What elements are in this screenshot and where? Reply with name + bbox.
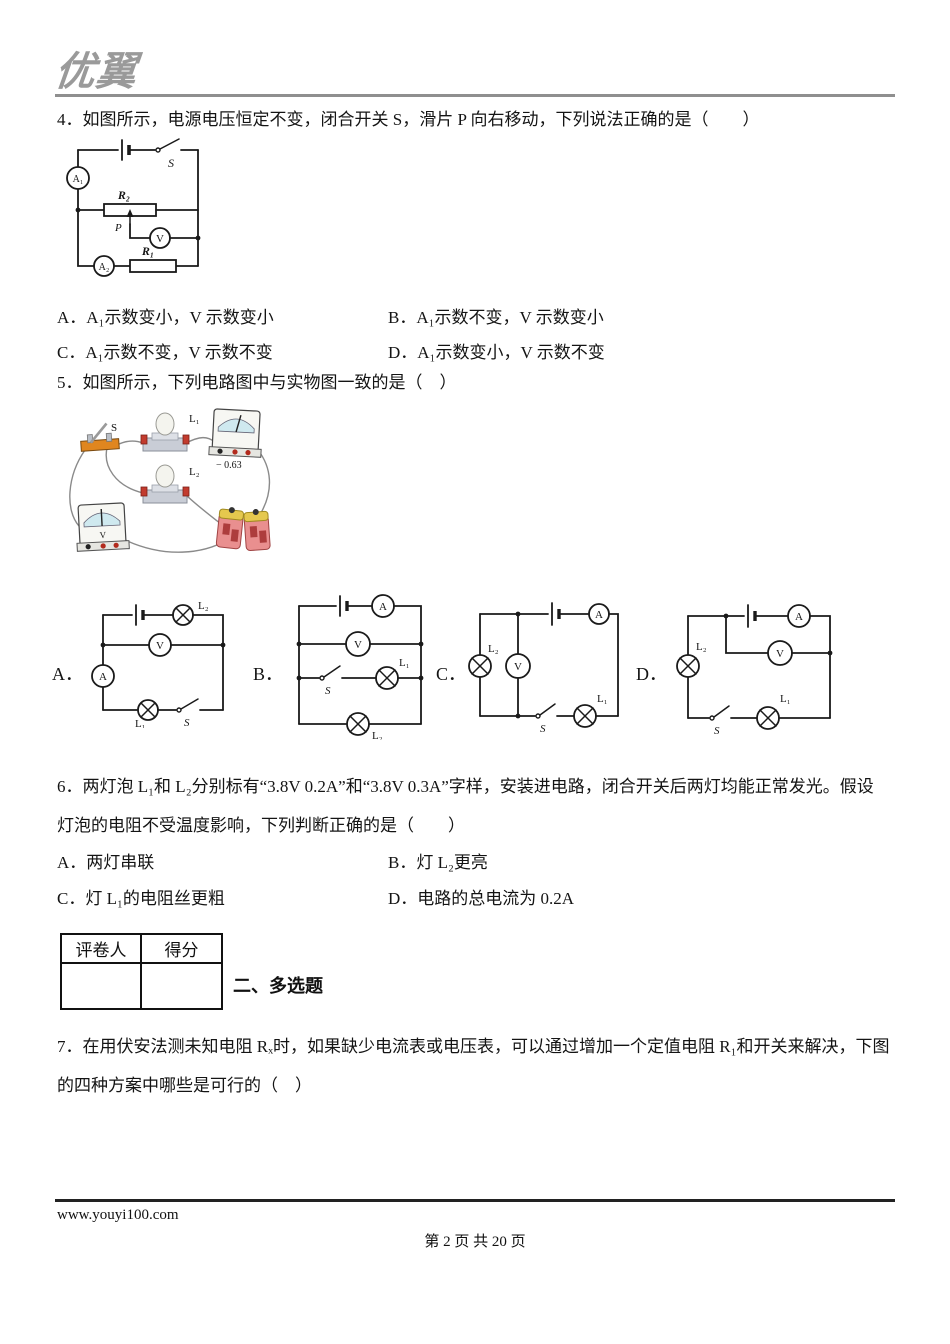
voltmeter-label: V <box>354 639 362 651</box>
q7-stem-line2: 的四种方案中哪些是可行的（ ） <box>57 1076 312 1095</box>
ammeter1-label: A₁ <box>73 174 84 185</box>
ammeter-label: A <box>99 671 107 683</box>
svg-text:V: V <box>99 530 107 540</box>
lamp1-label: L₁ <box>780 693 791 705</box>
wire <box>116 440 144 446</box>
footer-url: www.youyi100.com <box>57 1207 179 1223</box>
photo-lamp2-label: L₂ <box>189 466 200 478</box>
grader-col-reviewer: 评卷人 <box>60 933 142 964</box>
grader-col-score: 得分 <box>140 933 223 964</box>
ammeter2-label: A₂ <box>99 262 110 273</box>
q5-label-d: D． <box>636 664 667 684</box>
grader-score-cell <box>140 962 223 1010</box>
voltmeter-label: V <box>156 233 164 245</box>
q4-option-b: B．A₁示数不变，V 示数变小 <box>388 308 604 327</box>
lamp1-label: L₁ <box>597 693 608 705</box>
q4-option-c: C．A₁示数不变，V 示数不变 <box>57 343 273 362</box>
q6-option-c: C．灯 L₁的电阻丝更粗 <box>57 889 225 908</box>
switch-icon <box>535 713 541 719</box>
q4-switch-label: S <box>168 156 174 170</box>
switch-label: S <box>325 685 331 697</box>
q5-circuit-a: L₂ V A L₁ S <box>91 600 226 728</box>
switch-photo-icon <box>80 422 120 452</box>
switch-label: S <box>184 717 190 728</box>
rheostat-label: R₂ <box>117 188 130 202</box>
battery1-photo-icon <box>215 507 245 550</box>
q6-option-d: D．电路的总电流为 0.2A <box>388 889 575 908</box>
ammeter-label: A <box>595 609 603 621</box>
switch-icon <box>709 715 715 721</box>
lamp2-label: L₂ <box>372 730 383 740</box>
q6-option-a: A．两灯串联 <box>57 853 155 872</box>
resistor-label: R₁ <box>141 244 154 258</box>
section2-title: 二、多选题 <box>233 976 323 996</box>
q5-circuit-d: A V L₂ S L₁ <box>676 604 833 737</box>
footer-page-number: 第 2 页 共 20 页 <box>424 1234 526 1250</box>
q4-stem: 4．如图所示，电源电压恒定不变，闭合开关 S，滑片 P 向右移动，下列说法正确的… <box>57 110 760 129</box>
lamp2-label: L₂ <box>488 643 499 655</box>
ammeter2-icon <box>93 255 115 277</box>
grader-table: 评卷人 得分 <box>60 933 223 1010</box>
q5-photo-figure: S L₁ − 0.63 L₂ <box>69 408 271 553</box>
photo-switch-label: S <box>111 422 117 434</box>
switch-icon <box>319 675 325 681</box>
lamp2-photo-icon <box>140 464 190 504</box>
q5-label-b: B． <box>253 664 284 684</box>
q4-option-a: A．A₁示数变小，V 示数变小 <box>57 308 274 327</box>
voltmeter-label: V <box>514 661 522 673</box>
lamp1-label: L₁ <box>399 657 410 669</box>
battery2-photo-icon <box>243 509 271 552</box>
slider-label: P <box>114 222 122 234</box>
switch-label: S <box>540 723 546 735</box>
q6-stem-line2: 灯泡的电阻不受温度影响，下列判断正确的是（ ） <box>57 816 465 835</box>
lamp2-label: L₂ <box>696 641 707 653</box>
voltmeter-photo-icon: V <box>76 502 130 552</box>
q5-circuit-c: A L₂ V S L₁ <box>468 602 619 735</box>
q6-option-b: B．灯 L₂更亮 <box>388 853 488 872</box>
footer-rule <box>55 1199 895 1202</box>
switch-label: S <box>714 725 720 737</box>
header-rule <box>55 94 895 97</box>
q6-stem-line1: 6．两灯泡 L₁和 L₂分别标有“3.8V 0.2A”和“3.8V 0.3A”字… <box>57 777 874 796</box>
grader-reviewer-cell <box>60 962 142 1010</box>
q4-circuit-figure: S A₁ R₂ P V A₂ R₁ <box>66 138 201 277</box>
ammeter-label: A <box>379 601 387 613</box>
ammeter-icon <box>91 664 115 688</box>
resistor-icon <box>129 259 177 273</box>
q4-option-d: D．A₁示数变小，V 示数不变 <box>388 343 605 362</box>
q7-stem-line1: 7．在用伏安法测未知电阻 Rₓ时，如果缺少电流表或电压表，可以通过增加一个定值电… <box>57 1037 890 1056</box>
photo-lamp1-label: L₁ <box>189 413 200 425</box>
ammeter1-icon <box>66 166 90 190</box>
switch-icon <box>176 707 182 713</box>
switch-icon <box>155 147 161 153</box>
ammeter-photo-icon <box>208 408 262 458</box>
q5-label-c: C． <box>436 664 467 684</box>
lamp1-photo-icon <box>140 412 190 452</box>
voltmeter-label: V <box>776 648 784 660</box>
ammeter-reading: − 0.63 <box>216 460 242 471</box>
ammeter-label: A <box>795 611 803 623</box>
brand-logo: 优翼 <box>52 50 140 94</box>
lamp2-label: L₂ <box>198 600 209 612</box>
q5-circuit-b: A V S L₁ L₂ <box>296 594 424 740</box>
q5-stem: 5．如图所示，下列电路图中与实物图一致的是（ ） <box>57 373 457 392</box>
lamp1-label: L₁ <box>135 718 146 728</box>
voltmeter-label: V <box>156 640 164 652</box>
q5-label-a: A． <box>52 664 83 684</box>
